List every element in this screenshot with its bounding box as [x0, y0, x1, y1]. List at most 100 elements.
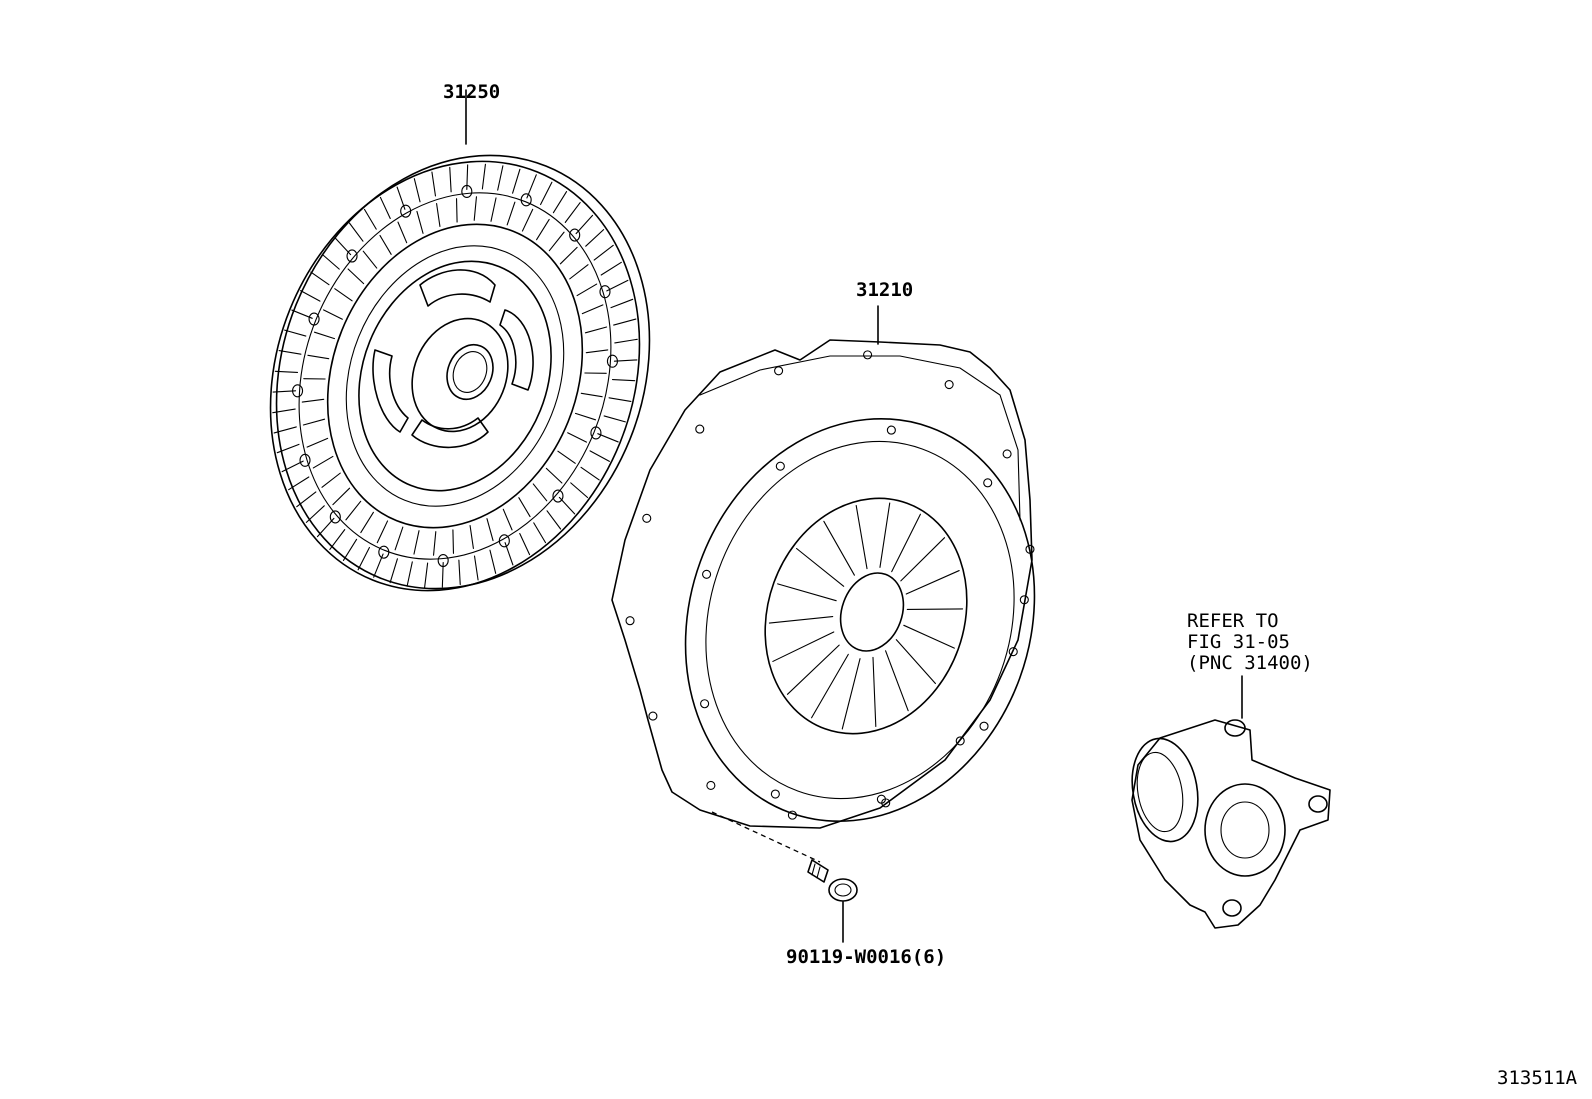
- friction-groove: [613, 359, 638, 362]
- friction-groove: [334, 288, 353, 302]
- friction-groove: [449, 166, 452, 193]
- friction-groove: [332, 487, 351, 506]
- mounting-hole: [1002, 449, 1012, 459]
- friction-groove: [589, 450, 610, 462]
- mounting-hole: [1019, 595, 1029, 605]
- friction-groove: [394, 526, 404, 551]
- spring-finger: [772, 631, 835, 662]
- mounting-hole: [625, 616, 635, 626]
- part-number-label[interactable]: 90119-W0016(6): [786, 946, 947, 968]
- friction-groove: [490, 197, 497, 222]
- rivet-hole: [606, 354, 618, 368]
- spring-finger: [906, 608, 964, 611]
- mounting-hole: [944, 379, 954, 390]
- rivet-hole: [520, 193, 532, 207]
- friction-groove: [580, 466, 600, 481]
- friction-groove: [406, 561, 413, 587]
- friction-groove: [512, 168, 521, 194]
- friction-groove: [360, 511, 374, 534]
- friction-groove: [345, 500, 362, 521]
- mounting-hole: [955, 736, 965, 746]
- mounting-hole: [863, 350, 873, 360]
- friction-groove: [416, 210, 424, 234]
- mounting-hole: [787, 810, 797, 820]
- friction-groove: [506, 201, 516, 226]
- mounting-hole: [695, 424, 705, 434]
- friction-groove: [357, 546, 370, 571]
- friction-groove: [533, 522, 547, 544]
- friction-groove: [431, 171, 437, 197]
- rivet-hole: [299, 453, 311, 467]
- friction-groove: [413, 178, 421, 203]
- mounting-hole: [648, 711, 658, 721]
- friction-groove: [362, 250, 378, 269]
- mounting-hole: [881, 798, 891, 808]
- friction-groove: [273, 426, 297, 434]
- friction-groove: [481, 163, 486, 190]
- part-number-label[interactable]: 31250: [443, 81, 501, 103]
- clutch-cover-31210-drawing: [611, 305, 1036, 829]
- mounting-hole: [774, 366, 784, 376]
- rivet-hole: [461, 184, 473, 199]
- part-number-label[interactable]: 31210: [856, 279, 914, 301]
- friction-groove: [613, 318, 637, 326]
- friction-groove: [452, 529, 455, 554]
- friction-groove: [559, 246, 578, 265]
- friction-groove: [306, 437, 329, 448]
- rivet-hole: [569, 228, 581, 242]
- rivet-hole: [378, 545, 390, 559]
- spring-finger: [900, 537, 946, 582]
- spring-finger: [777, 583, 837, 602]
- spring-finger: [823, 520, 855, 576]
- spring-finger: [796, 547, 845, 587]
- reference-note-line: FIG 31-05: [1187, 631, 1290, 653]
- mounting-hole: [706, 780, 716, 791]
- friction-groove: [307, 354, 330, 360]
- friction-groove: [281, 460, 304, 473]
- mounting-hole: [886, 425, 896, 435]
- mounting-hole: [642, 513, 652, 523]
- friction-groove: [600, 261, 622, 276]
- friction-groove: [473, 196, 478, 221]
- friction-groove: [608, 397, 632, 402]
- friction-groove: [458, 559, 461, 586]
- figure-id: 313511A: [1497, 1067, 1578, 1089]
- mounting-hole: [775, 461, 785, 471]
- rivet-hole: [329, 510, 341, 524]
- friction-groove: [316, 517, 335, 538]
- friction-groove: [557, 450, 576, 464]
- friction-groove: [593, 244, 614, 261]
- friction-groove: [389, 558, 398, 584]
- reference-note-line: (PNC 31400): [1187, 652, 1313, 674]
- friction-groove: [284, 329, 307, 337]
- friction-groove: [580, 392, 603, 398]
- friction-groove: [363, 208, 377, 230]
- friction-groove: [321, 472, 341, 488]
- friction-groove: [473, 555, 479, 581]
- friction-groove: [321, 253, 340, 270]
- friction-groove: [379, 234, 392, 255]
- spring-finger: [891, 513, 921, 573]
- friction-groove: [432, 531, 437, 556]
- spring-finger: [885, 650, 909, 712]
- friction-groove: [614, 338, 638, 344]
- friction-groove: [521, 208, 534, 232]
- friction-groove: [497, 165, 504, 191]
- rivet-hole: [292, 384, 304, 398]
- friction-groove: [584, 326, 608, 334]
- friction-groove: [379, 196, 391, 220]
- friction-groove: [603, 415, 626, 423]
- friction-groove: [469, 525, 474, 549]
- friction-groove: [532, 483, 548, 502]
- bolt-90119-drawing: [711, 811, 858, 943]
- mounting-hole: [702, 569, 712, 579]
- friction-groove: [424, 562, 429, 589]
- friction-groove: [567, 432, 588, 443]
- friction-groove: [288, 476, 310, 491]
- spring-finger: [872, 656, 877, 728]
- friction-groove: [576, 283, 598, 297]
- friction-groove: [342, 538, 358, 562]
- spring-finger: [786, 644, 840, 695]
- rivet-hole: [599, 285, 611, 299]
